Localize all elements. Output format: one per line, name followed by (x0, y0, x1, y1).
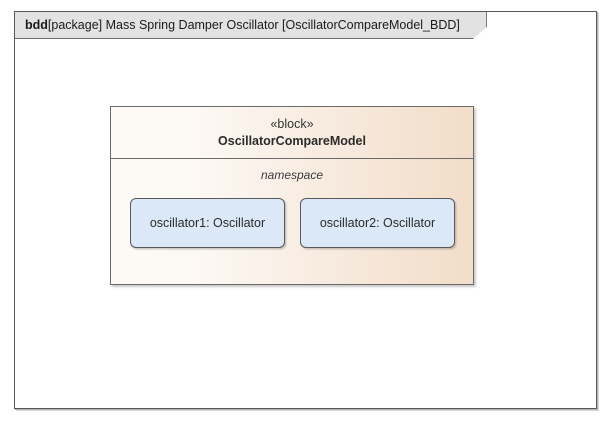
block-namespace-compartment: namespace oscillator1: Oscillator oscill… (111, 159, 473, 285)
block-header-compartment: «block» OscillatorCompareModel (111, 107, 473, 159)
namespace-compartment-label: namespace (260, 168, 324, 182)
parts-row: oscillator1: Oscillator oscillator2: Osc… (130, 198, 456, 248)
part-oscillator1[interactable]: oscillator1: Oscillator (130, 198, 285, 248)
diagram-frame-header-tab[interactable]: bdd[package] Mass Spring Damper Oscillat… (15, 12, 487, 39)
part-oscillator1-label: oscillator1: Oscillator (149, 216, 266, 230)
diagram-kind-label: bdd (25, 18, 48, 32)
block-stereotype-label: «block» (270, 116, 314, 131)
uml-diagram-frame: bdd[package] Mass Spring Damper Oscillat… (14, 11, 597, 409)
part-oscillator2[interactable]: oscillator2: Oscillator (300, 198, 455, 248)
diagram-title-label: [package] Mass Spring Damper Oscillator … (47, 18, 460, 32)
part-oscillator2-label: oscillator2: Oscillator (319, 216, 436, 230)
block-oscillator-compare-model[interactable]: «block» OscillatorCompareModel namespace… (110, 106, 474, 285)
block-name-label: OscillatorCompareModel (218, 133, 366, 148)
